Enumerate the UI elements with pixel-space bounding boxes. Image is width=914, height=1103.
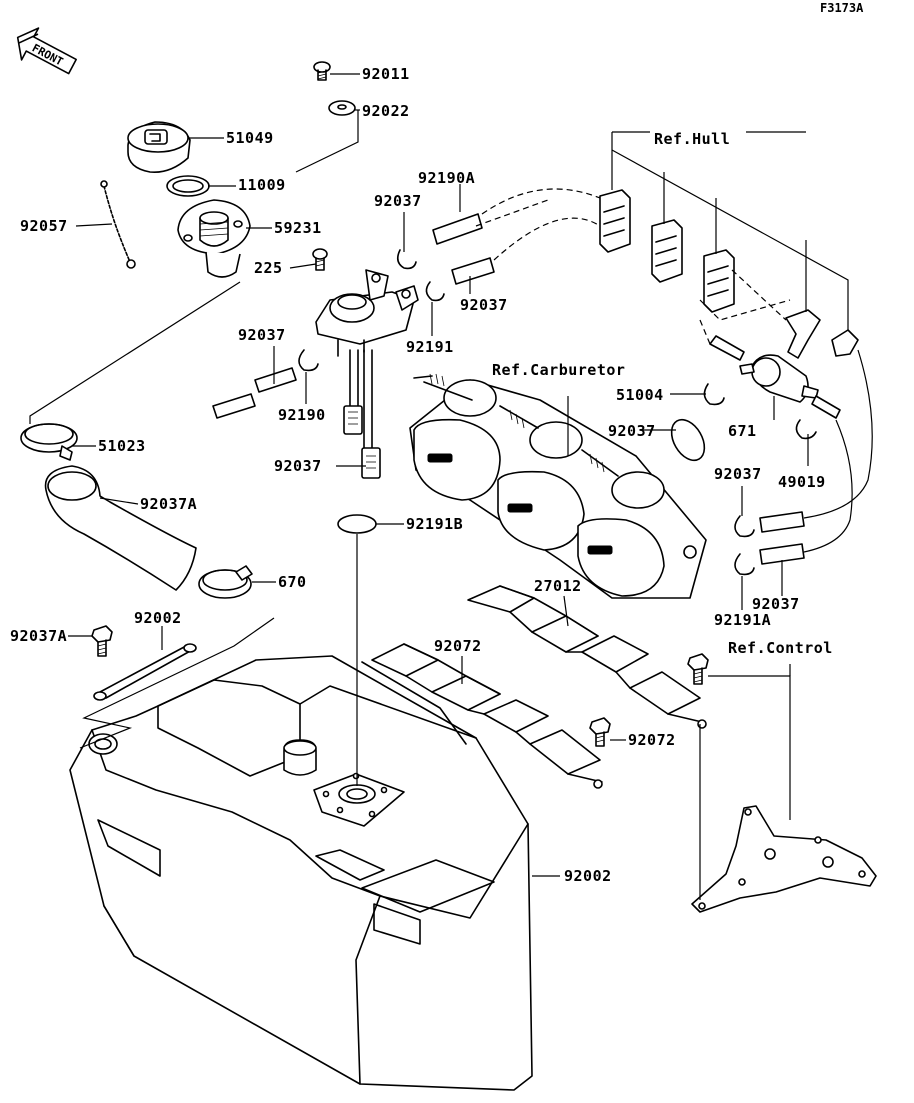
hose-icon [811,395,841,419]
callout-92190a: 92190A [418,169,475,187]
callout-92072-upper: 27012 [534,577,582,595]
callout-92191a: 92037 [752,595,800,613]
ref-hull-label: Ref.Hull [654,130,730,148]
callout-51023: 92037 [274,457,322,475]
gasket-ring-icon [166,175,210,197]
bracket-icon [371,585,707,789]
callout-49019: 671 [728,422,757,440]
callout-92037-b: 92191 [406,338,454,356]
hose-icon [451,257,495,285]
hose-icon [432,213,483,245]
callout-92002-center: 92072 [628,731,676,749]
fuel-valve-icon [315,269,419,357]
washer-icon [328,100,356,116]
filler-neck-icon [177,199,251,278]
callout-225: 225 [254,259,283,277]
leader-lines [29,73,873,900]
callout-92037-a: 92037 [374,192,422,210]
callout-92022: 92022 [362,102,410,120]
o-ring-icon [337,514,377,534]
hose-clamp-icon [198,565,253,599]
ref-carburetor-label: Ref.Carburetor [492,361,625,379]
hose-icon [759,511,805,565]
front-arrow-icon: FRONT [16,27,77,75]
callout-92037-c: 92190 [278,406,326,424]
callout-92037a-top: 51023 [98,437,146,455]
strap-icon [100,180,136,269]
bolt-icon [91,625,113,657]
hose-clamp-icon [20,423,78,461]
fuel-filter-icon [739,354,819,403]
callout-92191: 92037 [460,296,508,314]
hose-clip-icon [298,249,817,576]
screw-icon [312,248,328,271]
figure-code: F3173A [820,1,864,15]
callout-92037-f: 92037 [714,465,762,483]
callout-27012: 92002 [134,609,182,627]
callout-11009: 11009 [238,176,286,194]
callout-92072-lower: 92072 [434,637,482,655]
callout-92057: 92057 [20,217,68,235]
o-ring-icon [670,418,706,462]
fuel-cap-icon [127,121,191,174]
callout-671: 92037 [608,422,656,440]
callout-51004: 92002 [564,867,612,885]
hose-icon [212,367,297,419]
callout-92037-d: 51004 [616,386,664,404]
tank-band-icon [93,643,197,701]
callout-670: 92191B [406,515,463,533]
mount-plate-icon [691,805,877,913]
ref-control-label: Ref.Control [728,639,833,657]
callout-92037-e: 49019 [778,473,826,491]
hose-icon [709,335,745,361]
bolt-icon [589,717,611,747]
callout-59231: 59231 [274,219,322,237]
callout-92190: 92037 [238,326,286,344]
fuel-pickup-icon [343,349,381,479]
callout-92037a-low: 670 [278,573,307,591]
bolt-icon [687,653,709,685]
callout-51049: 51049 [226,129,274,147]
carburetor-icon [409,373,707,599]
fuel-tank-icon [69,655,533,1091]
callout-92191b: 92037A [140,495,197,513]
hose-icon [44,465,197,591]
callout-92002-left: 92037A [10,627,67,645]
callout-92011: 92011 [362,65,410,83]
hull-clip-icon [599,189,859,359]
screw-icon [313,61,331,81]
callout-92037-g: 92191A [714,611,771,629]
